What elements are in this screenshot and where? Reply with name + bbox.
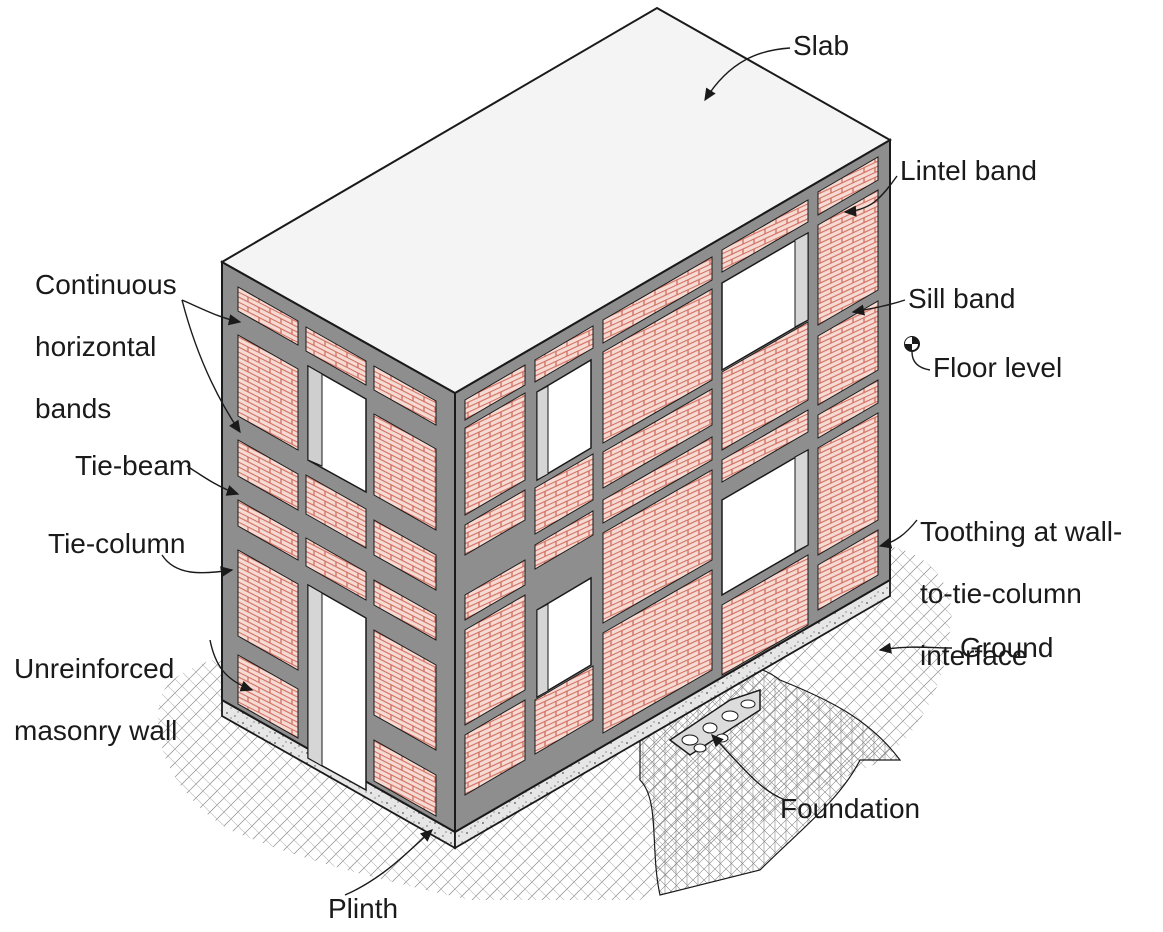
label-foundation: Foundation xyxy=(780,793,921,824)
label-continuous-line-1: Continuous xyxy=(35,269,177,300)
label-continuous-horizontal-bands: Continuous horizontal bands xyxy=(35,238,177,455)
left-wall-face xyxy=(221,260,456,834)
label-toothing-line-1: Toothing at wall- xyxy=(920,516,1123,547)
label-toothing-line-2: to-tie-column xyxy=(920,578,1082,609)
roof-slab xyxy=(219,6,893,395)
label-tie-column: Tie-column xyxy=(48,528,186,559)
label-plinth: Plinth xyxy=(328,893,399,924)
label-toothing: Toothing at wall- to-tie-column interfac… xyxy=(920,485,1122,702)
foundation-rubble xyxy=(668,688,761,756)
label-sill-band: Sill band xyxy=(908,283,1016,314)
label-toothing-line-3: interface xyxy=(920,640,1028,671)
label-slab: Slab xyxy=(793,30,850,61)
label-tie-beam: Tie-beam xyxy=(75,450,193,481)
label-floor-level: Floor level xyxy=(933,352,1063,383)
right-wall-face xyxy=(454,138,891,834)
label-lintel-band: Lintel band xyxy=(900,155,1038,186)
floor-level-marker xyxy=(904,336,920,352)
label-continuous-line-3: bands xyxy=(35,393,112,424)
label-ground: Ground xyxy=(960,632,1054,663)
leader-lines xyxy=(161,47,953,896)
label-urm-line-1: Unreinforced xyxy=(14,653,175,684)
label-continuous-line-2: horizontal xyxy=(35,331,157,362)
label-urm-line-2: masonry wall xyxy=(14,715,178,746)
label-unreinforced-masonry-wall: Unreinforced masonry wall xyxy=(14,622,177,777)
